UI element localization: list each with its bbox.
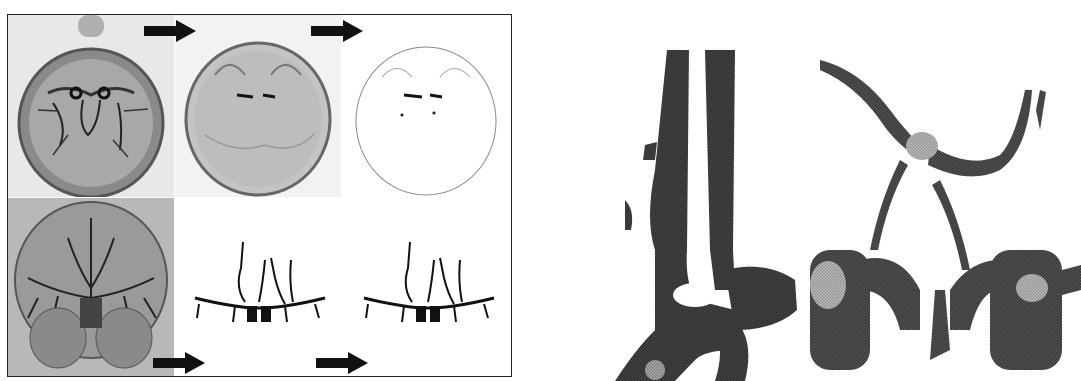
arrow-right-icon [144, 20, 196, 42]
arrow-right-icon [153, 352, 205, 374]
axial-ct-thresholded-panel [342, 15, 511, 197]
coronal-mip-raw-panel [8, 198, 174, 376]
vessel-segmentation-panel [175, 198, 341, 376]
carotid-vessel-mesh [585, 50, 800, 381]
circle-of-willis-mesh [800, 50, 1081, 381]
arrow-right-icon [316, 352, 368, 374]
axial-ct-filtered-panel [175, 15, 341, 197]
arrow-right-icon [311, 20, 363, 42]
axial-ct-raw-panel [8, 15, 174, 197]
vessel-segmentation-refined-panel [342, 198, 511, 376]
